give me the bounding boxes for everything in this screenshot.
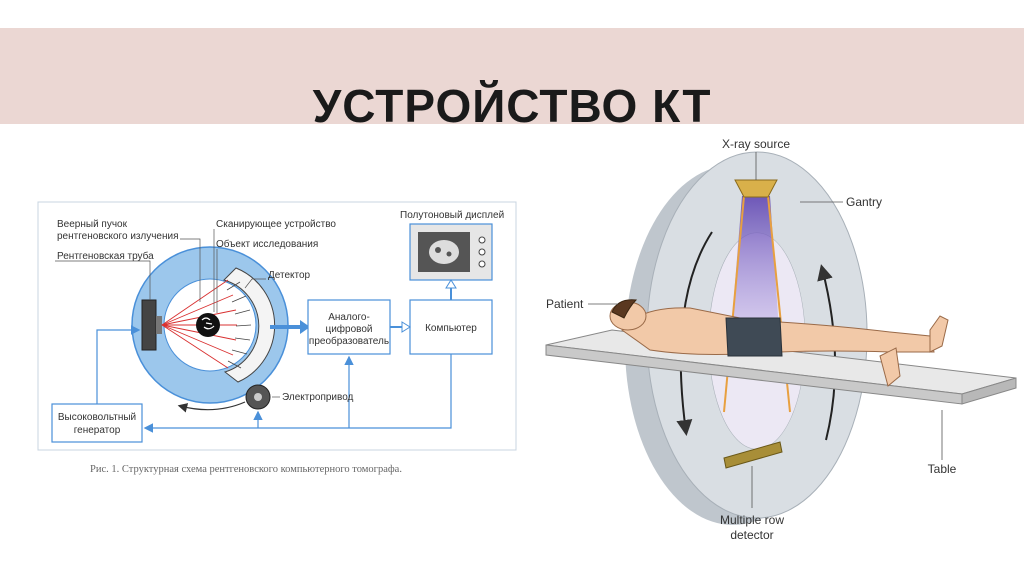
label-patient: Patient <box>546 297 584 311</box>
patient-figure <box>609 299 949 387</box>
label-display: Полутоновый дисплей <box>400 210 504 221</box>
label-adc-3: преобразователь <box>309 335 389 347</box>
label-xray-tube: Рентгеновская труба <box>57 250 154 262</box>
label-computer: Компьютер <box>425 323 477 334</box>
label-gantry: Gantry <box>846 195 882 209</box>
adc-box <box>307 299 391 355</box>
xray-beam <box>730 196 780 345</box>
label-detector-2: detector <box>730 528 773 542</box>
xray-tube-window <box>156 316 162 334</box>
xray-tube-block <box>141 299 157 351</box>
label-adc-1: Аналого- <box>328 312 370 323</box>
hv-generator-box <box>51 403 143 443</box>
grayscale-display <box>409 223 493 281</box>
illustration-leaders <box>588 152 943 508</box>
leader-lines <box>55 229 280 398</box>
xray-source-block <box>734 179 778 198</box>
label-object: Объект исследования <box>216 238 318 250</box>
label-fan-beam-1: Веерный пучок <box>57 219 128 230</box>
label-detector-1: Multiple row <box>720 513 784 527</box>
detector-block <box>723 441 783 469</box>
label-drive: Электропривод <box>282 392 354 403</box>
label-hv-gen-1: Высоковольтный <box>58 412 136 423</box>
schematic-caption: Рис. 1. Структурная схема рентгеновского… <box>90 464 402 475</box>
title-band <box>0 28 1024 124</box>
label-fan-beam-2: рентгеновского излучения <box>57 231 179 242</box>
ct-schematic: Веерный пучок рентгеновского излучения Р… <box>37 201 517 475</box>
label-adc-2: цифровой <box>325 323 372 335</box>
control-lines <box>96 325 452 433</box>
ct-illustration: X-ray source Gantry Patient Table Multip… <box>545 137 1017 542</box>
detector-array <box>223 267 276 383</box>
rotation-arrow <box>177 401 246 413</box>
label-scanner: Сканирующее устройство <box>216 219 336 230</box>
label-detector: Детектор <box>268 270 311 281</box>
label-xray-source: X-ray source <box>722 137 790 151</box>
slide-title: УСТРОЙСТВО КТ <box>312 80 712 132</box>
label-table: Table <box>928 462 957 476</box>
label-hv-gen-2: генератор <box>74 425 121 436</box>
research-object <box>196 313 220 337</box>
